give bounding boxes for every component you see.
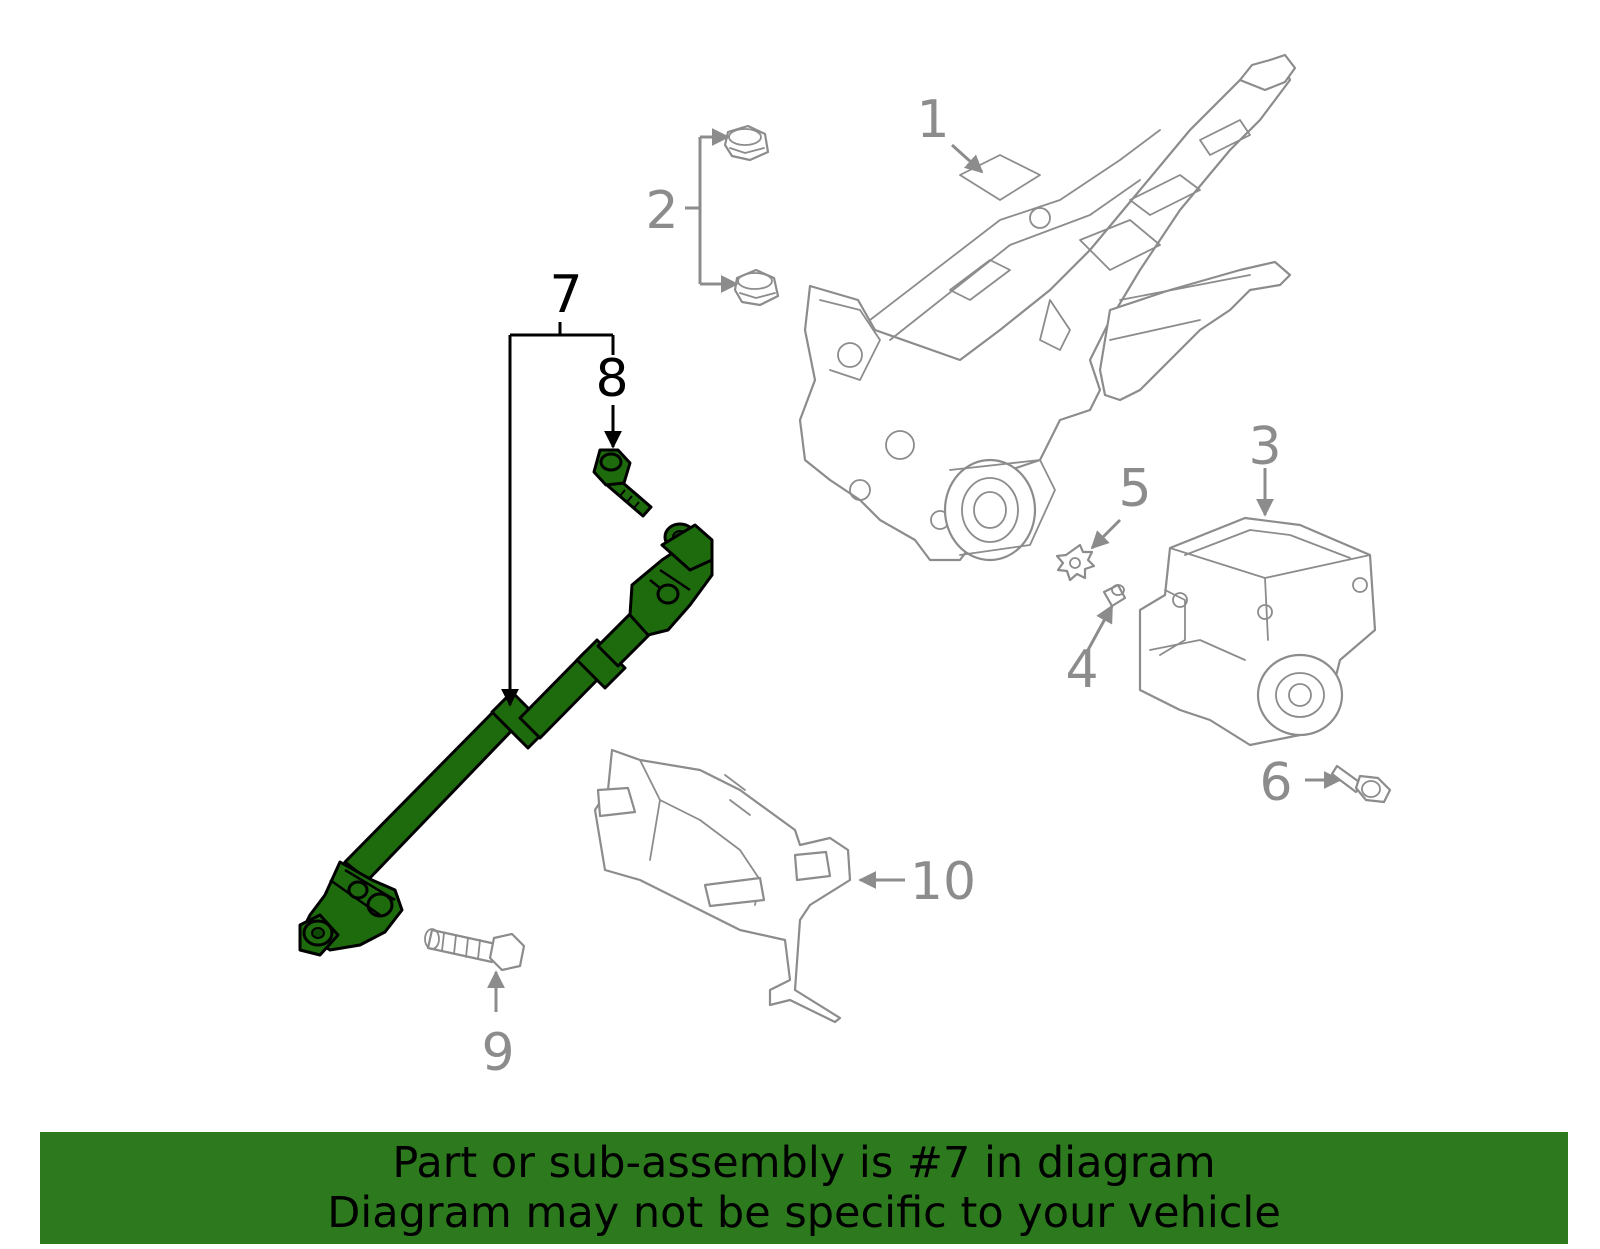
control-module-part-3 xyxy=(1138,516,1377,747)
callout-4: 4 xyxy=(1065,640,1098,700)
callout-3: 3 xyxy=(1248,417,1281,477)
callout-6: 6 xyxy=(1259,753,1292,813)
callout-7: 7 xyxy=(549,265,582,325)
bolt-part-6 xyxy=(1330,764,1392,804)
steering-column-part-1 xyxy=(798,53,1297,562)
bolt-part-8 xyxy=(592,448,653,518)
nut-part-2-upper xyxy=(723,124,770,162)
callout-1: 1 xyxy=(916,90,949,150)
banner-line-1: Part or sub-assembly is #7 in diagram xyxy=(392,1138,1216,1188)
nut-part-2-lower xyxy=(733,268,780,307)
leader-lines xyxy=(487,128,1342,1012)
banner-line-2: Diagram may not be specific to your vehi… xyxy=(327,1188,1281,1238)
callout-9: 9 xyxy=(481,1023,514,1083)
info-banner: Part or sub-assembly is #7 in diagram Di… xyxy=(40,1132,1568,1244)
intermediate-shaft-part-7 xyxy=(298,522,714,957)
bracket-part-10 xyxy=(593,748,852,1024)
callout-2: 2 xyxy=(645,181,678,241)
callout-5: 5 xyxy=(1118,459,1151,519)
callout-labels: 1 2 3 4 5 6 7 8 9 10 xyxy=(481,90,1292,1083)
bolt-part-9 xyxy=(424,928,526,972)
pin-part-4 xyxy=(1102,583,1127,608)
callout-8: 8 xyxy=(595,349,628,409)
leader-lines-highlighted xyxy=(501,322,622,707)
coupler-part-5 xyxy=(1055,543,1096,582)
callout-10: 10 xyxy=(910,852,976,912)
